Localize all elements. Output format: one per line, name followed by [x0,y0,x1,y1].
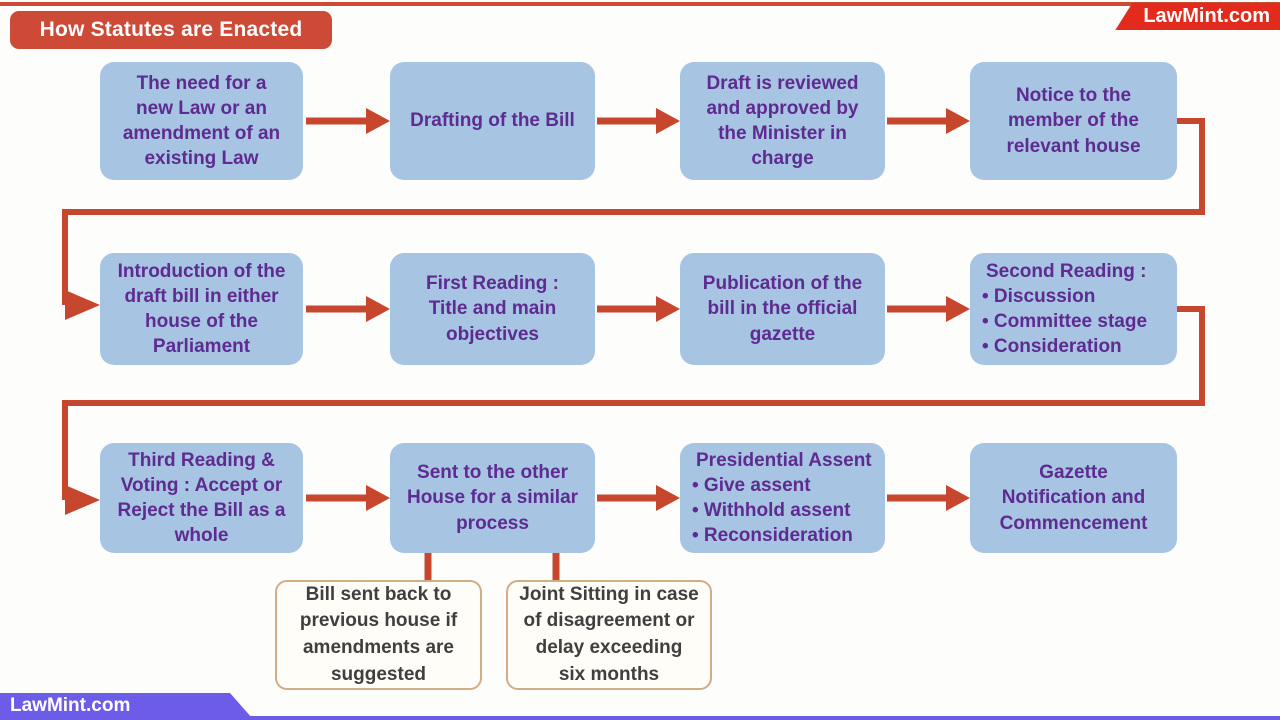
second-reading-item: • Consideration [982,336,1122,358]
flow-box-first-reading: First Reading : Title and main objective… [390,253,595,365]
flow-box-notice: Notice to the member of the relevant hou… [970,62,1177,180]
brand-banner-bottom-left: LawMint.com [0,693,252,718]
presidential-assent-item: • Withhold assent [692,500,851,521]
bottom-accent-line [0,716,1280,720]
second-reading-item: • Discussion [982,285,1096,307]
page-title: How Statutes are Enacted [10,11,332,49]
flow-box-gazette: Gazette Notification and Commencement [970,443,1177,553]
flow-box-need-for-law: The need for a new Law or an amendment o… [100,62,303,180]
flow-box-publication: Publication of the bill in the official … [680,253,885,365]
flow-box-draft-review: Draft is reviewed and approved by the Mi… [680,62,885,180]
second-reading-item: • Committee stage [982,311,1148,332]
second-reading-title: Second Reading : [986,260,1147,282]
flow-box-sent-other-house: Sent to the other House for a similar pr… [390,443,595,553]
top-accent-line [0,2,1280,6]
note-joint-sitting: Joint Sitting in case of disagreement or… [506,580,712,690]
flow-box-drafting: Drafting of the Bill [390,62,595,180]
presidential-assent-item: • Reconsideration [692,525,853,547]
flow-box-presidential-assent: Presidential Assent • Give assent • With… [680,443,885,553]
presidential-assent-item: • Give assent [692,474,811,496]
brand-banner-top-right: LawMint.com [1115,3,1280,30]
note-bill-sent-back: Bill sent back to previous house if amen… [275,580,482,690]
flow-box-third-reading: Third Reading & Voting : Accept or Rejec… [100,443,303,553]
flow-box-introduction: Introduction of the draft bill in either… [100,253,303,365]
presidential-assent-title: Presidential Assent [696,449,872,471]
flow-box-second-reading: Second Reading : • Discussion • Committe… [970,253,1177,365]
